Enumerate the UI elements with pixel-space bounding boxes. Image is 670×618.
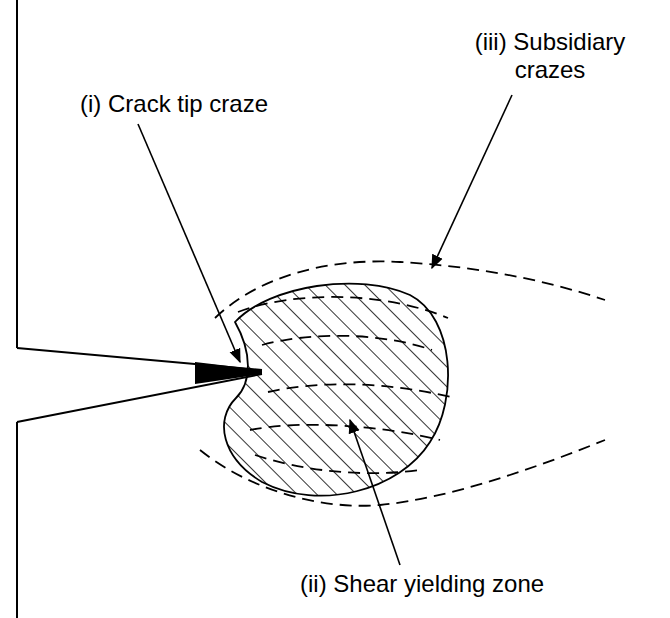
leader-arrow — [432, 95, 512, 268]
specimen-edge — [16, 422, 18, 618]
leader-arrow — [138, 124, 240, 362]
callout-label: (iii) Subsidiary crazes — [450, 28, 650, 84]
crack-flanks — [17, 348, 262, 422]
crack-tip-craze — [195, 362, 262, 384]
leader-arrow — [350, 420, 400, 565]
specimen-edge — [16, 0, 18, 348]
subsidiary-crazes — [200, 261, 605, 505]
callout-label: (ii) Shear yielding zone — [300, 570, 544, 598]
callout-label: (i) Crack tip craze — [80, 90, 268, 118]
shear-yielding-zone — [224, 284, 448, 496]
